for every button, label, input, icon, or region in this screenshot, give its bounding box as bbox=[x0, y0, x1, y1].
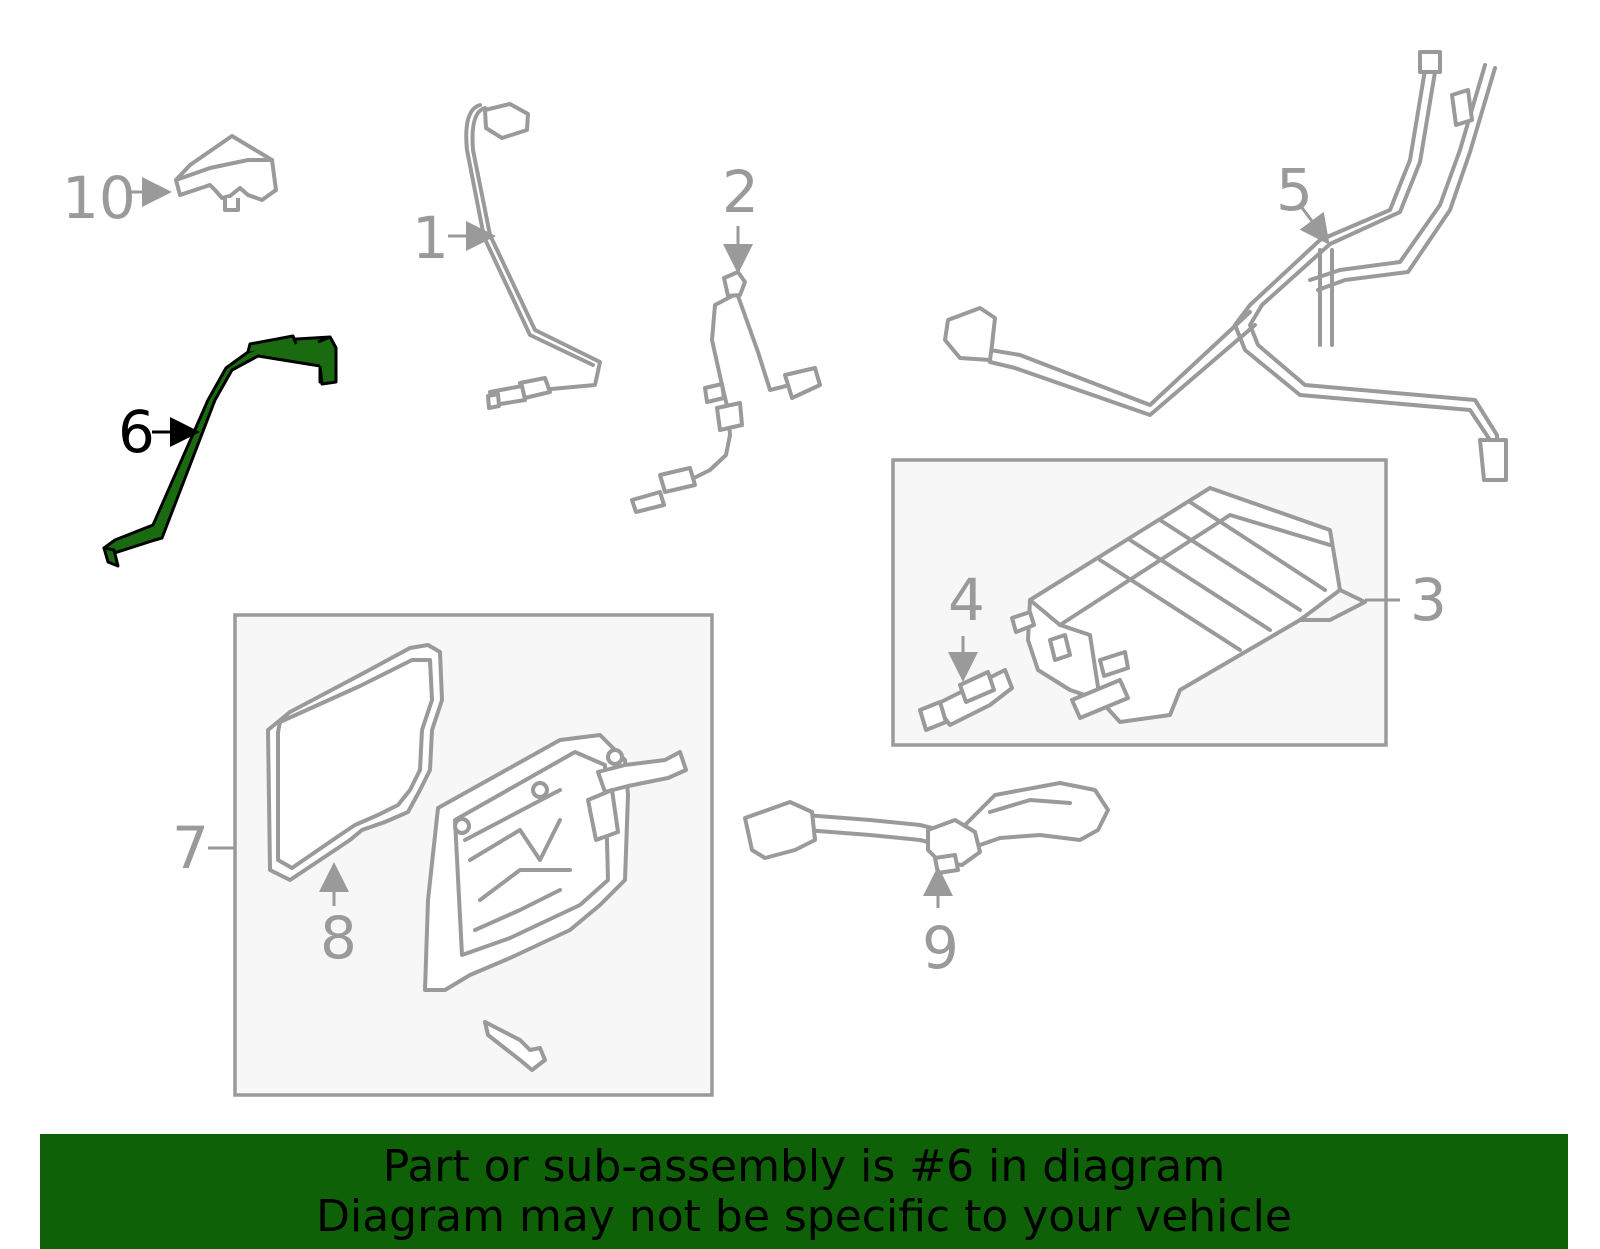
info-banner: Part or sub-assembly is #6 in diagram Di… bbox=[40, 1134, 1568, 1249]
callout-4[interactable]: 4 bbox=[948, 566, 985, 634]
part-9-hose[interactable] bbox=[743, 781, 1110, 875]
callout-6[interactable]: 6 bbox=[118, 398, 155, 466]
callout-2[interactable]: 2 bbox=[722, 158, 759, 226]
callout-8[interactable]: 8 bbox=[320, 904, 357, 972]
callout-5-arrow bbox=[1298, 204, 1330, 245]
part-8-gasket[interactable] bbox=[266, 643, 444, 882]
part-6-vent-tube-highlighted[interactable] bbox=[102, 334, 338, 568]
callout-3[interactable]: 3 bbox=[1410, 566, 1447, 634]
part-7-module[interactable] bbox=[423, 733, 688, 1072]
callout-1[interactable]: 1 bbox=[412, 204, 449, 272]
callout-9[interactable]: 9 bbox=[922, 914, 959, 982]
part-2-oxygen-sensor[interactable] bbox=[630, 270, 822, 514]
callout-10[interactable]: 10 bbox=[62, 164, 136, 232]
part-5-vapor-tube[interactable] bbox=[943, 50, 1508, 482]
callout-7[interactable]: 7 bbox=[172, 814, 209, 882]
banner-line-2: Diagram may not be specific to your vehi… bbox=[316, 1191, 1292, 1242]
part-3-evap-canister[interactable] bbox=[1010, 486, 1367, 724]
part-1-oxygen-sensor[interactable] bbox=[464, 102, 602, 410]
banner-line-1: Part or sub-assembly is #6 in diagram bbox=[382, 1141, 1226, 1192]
part-4-connector[interactable] bbox=[918, 668, 1014, 732]
part-10-sensor[interactable] bbox=[174, 134, 278, 212]
